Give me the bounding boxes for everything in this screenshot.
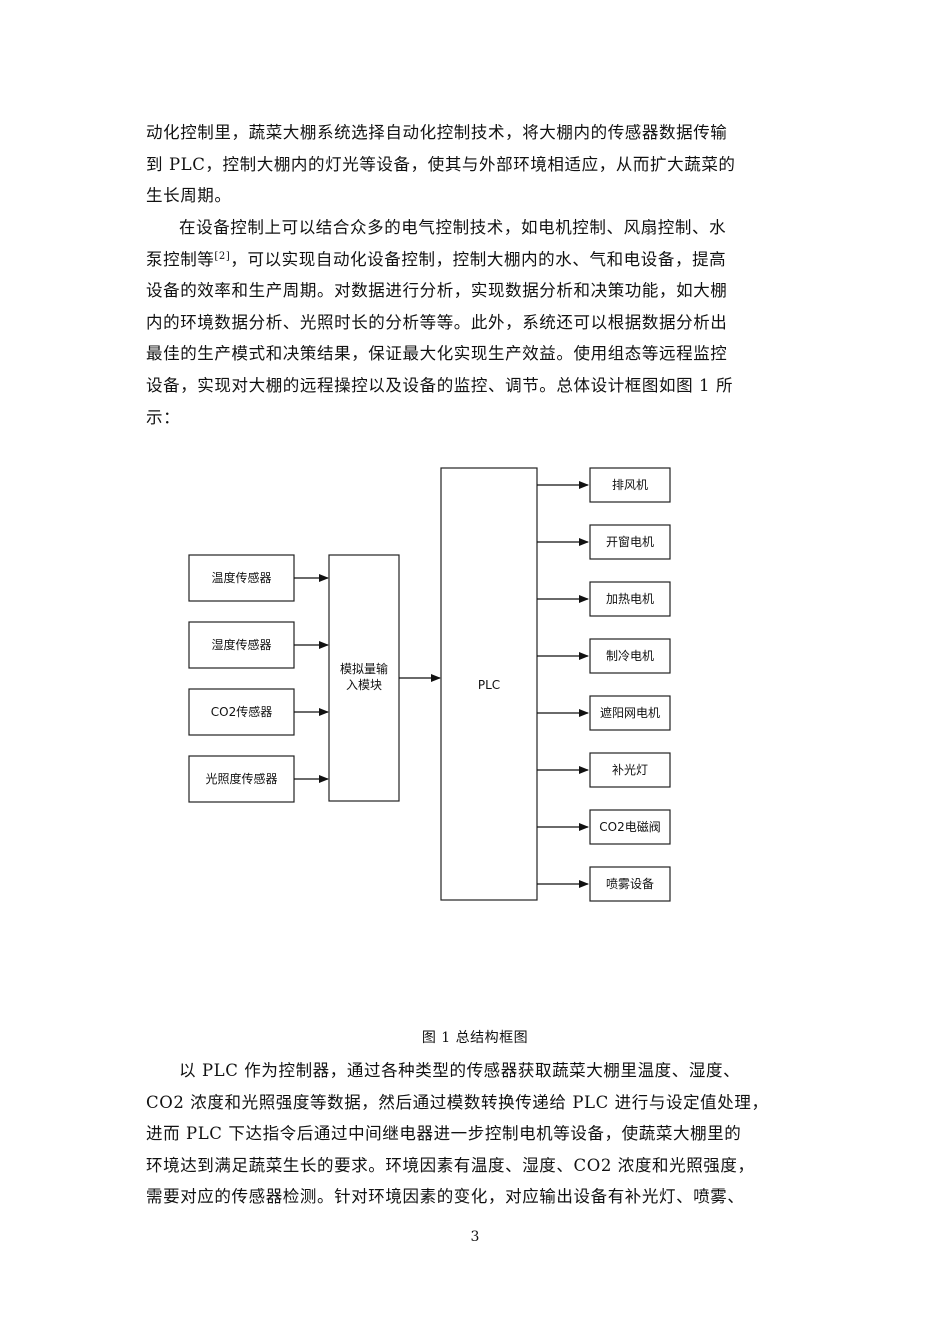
output-sprayer: 喷雾设备 — [589, 866, 671, 902]
output-label: 制冷电机 — [606, 649, 654, 663]
output-label: 开窗电机 — [606, 535, 654, 549]
citation-ref[interactable]: [2] — [214, 250, 231, 262]
paragraph-line: 泵控制等[2]，可以实现自动化设备控制，控制大棚内的水、气和电设备，提高 — [146, 244, 810, 276]
paragraph-line: 设备，实现对大棚的远程操控以及设备的监控、调节。总体设计框图如图 1 所 — [146, 375, 734, 395]
sensor-label: 光照度传感器 — [205, 771, 277, 786]
sensor-label: CO2传感器 — [211, 704, 272, 719]
output-label: 喷雾设备 — [606, 877, 654, 891]
sensor-temperature: 温度传感器 — [188, 554, 295, 602]
paragraph-line: 内的环境数据分析、光照时长的分析等等。此外，系统还可以根据数据分析出 — [146, 312, 728, 332]
module-label-line2: 入模块 — [346, 678, 382, 692]
paragraph-line: CO2 浓度和光照强度等数据，然后通过模数转换传递给 PLC 进行与设定值处理， — [146, 1092, 769, 1112]
plc-label: PLC — [478, 678, 500, 692]
output-window-motor: 开窗电机 — [589, 524, 671, 560]
paragraph-line: 在设备控制上可以结合众多的电气控制技术，如电机控制、风扇控制、水 — [179, 218, 727, 237]
output-label: 补光灯 — [612, 763, 648, 777]
paragraph-line: 进而 PLC 下达指令后通过中间继电器进一步控制电机等设备，使蔬菜大棚里的 — [146, 1124, 742, 1144]
page-number: 3 — [470, 1229, 480, 1245]
paragraph-2: 在设备控制上可以结合众多的电气控制技术，如电机控制、风扇控制、水 泵控制等[2]… — [146, 212, 810, 433]
paragraph-line: 动化控制里，蔬菜大棚系统选择自动化控制技术，将大棚内的传感器数据传输 — [146, 123, 728, 142]
sensor-co2: CO2传感器 — [188, 688, 295, 736]
sensor-humidity: 湿度传感器 — [188, 621, 295, 669]
paragraph-line: 示： — [146, 407, 181, 427]
paragraph-1: 动化控制里，蔬菜大棚系统选择自动化控制技术，将大棚内的传感器数据传输 到 PLC… — [146, 117, 810, 212]
output-fill-light: 补光灯 — [589, 752, 671, 788]
module-label-line1: 模拟量输 — [340, 661, 388, 676]
paragraph-line: 设备的效率和生产周期。对数据进行分析，实现数据分析和决策功能，如大棚 — [146, 281, 728, 301]
paragraph-line: 以 PLC 作为控制器，通过各种类型的传感器获取蔬菜大棚里温度、湿度、 — [179, 1061, 741, 1080]
paragraph-line: 最佳的生产模式和决策结果，保证最大化实现生产效益。使用组态等远程监控 — [146, 344, 728, 364]
paragraph-line: 到 PLC，控制大棚内的灯光等设备，使其与外部环境相适应，从而扩大蔬菜的 — [146, 154, 736, 174]
output-shade-motor: 遮阳网电机 — [589, 695, 671, 731]
output-label: 排风机 — [612, 478, 648, 492]
output-label: 加热电机 — [606, 592, 654, 606]
output-cooling-motor: 制冷电机 — [589, 638, 671, 674]
sensor-label: 湿度传感器 — [211, 637, 271, 652]
paragraph-text: ，可以实现自动化设备控制，控制大棚内的水、气和电设备，提高 — [230, 249, 727, 269]
paragraph-3: 以 PLC 作为控制器，通过各种类型的传感器获取蔬菜大棚里温度、湿度、 CO2 … — [146, 1055, 810, 1213]
structure-block-diagram: 温度传感器 湿度传感器 CO2传感器 光照度传感器 模拟量输 入模块 PLC 排… — [188, 467, 671, 902]
paragraph-line: 环境达到满足蔬菜生长的要求。环境因素有温度、湿度、CO2 浓度和光照强度， — [146, 1155, 755, 1175]
analog-input-module: 模拟量输 入模块 — [328, 554, 400, 802]
output-heating-motor: 加热电机 — [589, 581, 671, 617]
output-exhaust-fan: 排风机 — [589, 467, 671, 503]
figure-caption: 图 1 总结构框图 — [421, 1030, 529, 1046]
paragraph-line: 需要对应的传感器检测。针对环境因素的变化，对应输出设备有补光灯、喷雾、 — [146, 1187, 745, 1207]
paragraph-text: 泵控制等 — [146, 249, 215, 269]
output-label: 遮阳网电机 — [600, 705, 660, 720]
sensor-light: 光照度传感器 — [188, 755, 295, 803]
plc-block: PLC — [440, 467, 538, 901]
output-label: CO2电磁阀 — [599, 819, 660, 834]
paragraph-line: 生长周期。 — [146, 186, 232, 206]
output-co2-valve: CO2电磁阀 — [589, 809, 671, 845]
sensor-label: 温度传感器 — [211, 570, 271, 585]
